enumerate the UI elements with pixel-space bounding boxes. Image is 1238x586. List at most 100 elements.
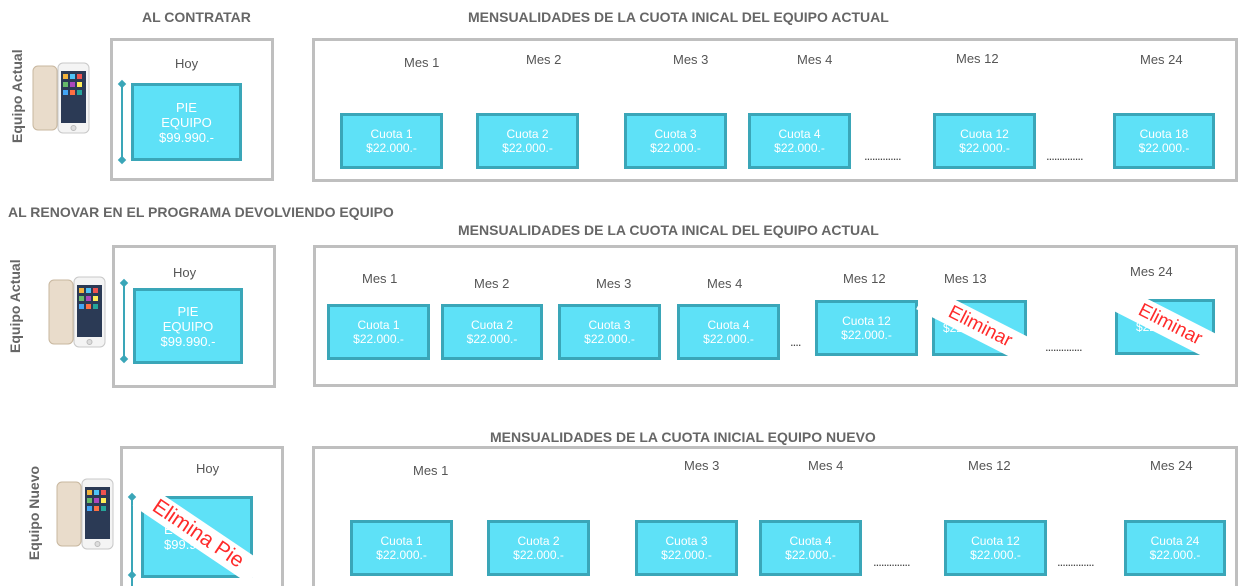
hoy-label: Hoy: [173, 265, 197, 280]
iphone-icon: [32, 62, 90, 134]
header-mensualidades-1: MENSUALIDADES DE LA CUOTA INICAL DEL EQU…: [468, 9, 889, 25]
cuota-amount: $22.000.-: [1149, 548, 1201, 562]
ellipsis: ....: [790, 334, 801, 349]
cuota-amount: $22.000.-: [1138, 141, 1190, 155]
pie-line-1: PIE: [176, 99, 197, 115]
cuota-amount: $22.000.-: [376, 548, 427, 562]
iphone-icon: [56, 478, 114, 550]
cuota-label: Cuota 12: [960, 127, 1009, 141]
month-label: Mes 13: [944, 271, 987, 286]
cuota-box: Cuota 12 $22.000.-: [944, 520, 1047, 576]
cuota-label: Cuota 2: [517, 534, 560, 548]
hoy-label: Hoy: [175, 56, 199, 71]
cuota-label: Cuota 2: [506, 127, 549, 141]
pie-line-2: EQUIPO: [161, 114, 212, 130]
cuota-box: Cuota 4 $22.000.-: [759, 520, 862, 576]
cuota-amount: $22.000.-: [466, 332, 518, 346]
cuota-label: Cuota 1: [357, 318, 400, 332]
cuota-amount: $22.000.-: [353, 332, 404, 346]
cuota-label: Cuota 1: [380, 534, 423, 548]
ellipsis: ..............: [1057, 554, 1095, 569]
cuota-label: Cuota 2: [470, 318, 514, 332]
cuota-amount: $22.000.-: [366, 141, 417, 155]
cuota-box: Cuota 3 $22.000.-: [558, 304, 661, 360]
cuota-box: Cuota 24 $22.000.-: [1124, 520, 1226, 576]
cuota-box: Cuota 3 $22.000.-: [635, 520, 738, 576]
cuota-amount: $22.000.-: [774, 141, 825, 155]
ellipsis: ..............: [1046, 148, 1084, 163]
cuota-label: Cuota 4: [707, 318, 750, 332]
cuota-box: Cuota 1 $22.000.-: [350, 520, 453, 576]
cuota-label: Cuota 3: [588, 318, 631, 332]
pie-line-1: PIE: [177, 303, 199, 319]
cuota-box: Cuota 2 $22.000.-: [441, 304, 543, 360]
month-label: Mes 4: [808, 458, 844, 473]
cuota-label: Cuota 1: [370, 127, 413, 141]
iphone-icon: [48, 276, 106, 348]
side-label-equipo-nuevo: Equipo Nuevo: [26, 465, 42, 561]
cuota-label: Cuota 4: [778, 127, 821, 141]
month-label: Mes 2: [474, 276, 510, 291]
month-label: Mes 12: [843, 271, 886, 286]
cuota-amount: $22.000.-: [841, 328, 892, 342]
month-label: Mes 1: [404, 55, 440, 70]
cuota-amount: $22.000.-: [661, 548, 712, 562]
cuota-box: Cuota 4 $22.000.-: [677, 304, 780, 360]
cuota-label: Cuota 3: [665, 534, 708, 548]
cuota-label: Cuota 12: [971, 534, 1020, 548]
cuota-box: Cuota 1 $22.000.-: [327, 304, 430, 360]
month-label: Mes 1: [362, 271, 398, 286]
ellipsis: ..............: [864, 148, 902, 163]
month-label: Mes 3: [684, 458, 720, 473]
pie-line-2: EQUIPO: [162, 318, 214, 334]
header-mensualidades-2: MENSUALIDADES DE LA CUOTA INICAL DEL EQU…: [458, 222, 879, 238]
month-label: Mes 24: [1130, 264, 1173, 279]
timeline-arrow: [121, 84, 123, 162]
month-label: Mes 24: [1140, 52, 1183, 67]
cuota-box: Cuota 2 $22.000.-: [487, 520, 590, 576]
cuota-label: Cuota 3: [654, 127, 697, 141]
cuota-box: Cuota 2 $22.000.-: [476, 113, 579, 169]
cuota-box: Cuota 4 $22.000.-: [748, 113, 851, 169]
pie-box: PIE EQUIPO $99.990.-: [131, 83, 242, 161]
timeline-arrow: [131, 497, 133, 586]
cuota-amount: $22.000.-: [502, 141, 553, 155]
month-label: Mes 3: [673, 52, 709, 67]
month-label: Mes 12: [956, 51, 999, 66]
cuota-amount: $22.000.-: [959, 141, 1010, 155]
header-mensualidades-3: MENSUALIDADES DE LA CUOTA INICIAL EQUIPO…: [490, 429, 876, 445]
hoy-label: Hoy: [196, 461, 220, 476]
cuota-label: Cuota 24: [1150, 534, 1200, 548]
cuota-amount: $22.000.-: [785, 548, 836, 562]
month-label: Mes 2: [526, 52, 562, 67]
cuota-amount: $22.000.-: [584, 332, 635, 346]
cuota-label: Cuota 12: [842, 314, 891, 328]
pie-amount: $99.990.-: [160, 333, 216, 349]
cuota-box: Cuota 3 $22.000.-: [624, 113, 727, 169]
header-al-contratar: AL CONTRATAR: [142, 9, 251, 25]
ellipsis: ..............: [1045, 339, 1083, 354]
month-label: Mes 1: [413, 463, 449, 478]
month-label: Mes 3: [596, 276, 632, 291]
cuota-amount: $22.000.-: [650, 141, 701, 155]
side-label-equipo-actual: Equipo Actual: [7, 259, 23, 353]
ellipsis: ..............: [873, 554, 911, 569]
cuota-amount: $22.000.-: [970, 548, 1021, 562]
month-label: Mes 4: [797, 52, 833, 67]
cuota-box: Cuota 12 $22.000.-: [933, 113, 1036, 169]
side-label-equipo-actual: Equipo Actual: [9, 49, 25, 143]
cuota-amount: $22.000.-: [513, 548, 564, 562]
header-renovar: AL RENOVAR EN EL PROGRAMA DEVOLVIENDO EQ…: [8, 204, 394, 220]
cuota-box: Cuota 18 $22.000.-: [1113, 113, 1215, 169]
pie-amount: $99.990.-: [159, 129, 214, 145]
pie-box: PIE EQUIPO $99.990.-: [133, 288, 243, 364]
month-label: Mes 4: [707, 276, 743, 291]
month-label: Mes 12: [968, 458, 1011, 473]
cuota-box: Cuota 1 $22.000.-: [340, 113, 443, 169]
cuota-label: Cuota 18: [1139, 127, 1189, 141]
cuota-box: Cuota 12 $22.000.-: [815, 300, 918, 356]
cuota-amount: $22.000.-: [703, 332, 754, 346]
cuota-label: Cuota 4: [789, 534, 832, 548]
timeline-arrow: [123, 283, 125, 361]
month-label: Mes 24: [1150, 458, 1193, 473]
